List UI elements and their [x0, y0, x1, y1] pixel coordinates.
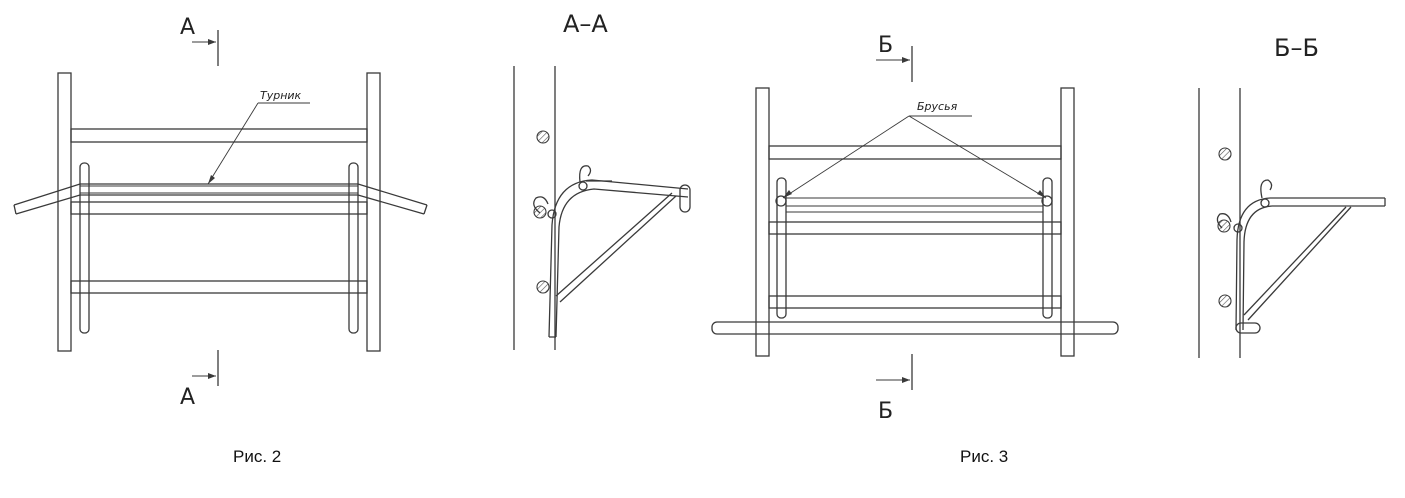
fig2-section-title: А–А [563, 10, 608, 38]
fig2-left-hook [79, 162, 90, 334]
fig3-section-mark-top: Б [878, 33, 893, 58]
fig3-bracket [1235, 197, 1385, 331]
fig2-hook [579, 165, 592, 183]
fig2-bar-end [679, 184, 691, 213]
fig3-rung-top [768, 145, 1062, 160]
fig2-section-view: А–А [513, 10, 691, 350]
fig3-section-mark-bottom: Б [878, 399, 893, 424]
fig3-callout-label: Брусья [917, 100, 958, 113]
fig2-callout-label: Турник [260, 89, 302, 102]
fig3-right-rail [1060, 87, 1075, 357]
fig2-section-mark-top: А [180, 15, 195, 40]
fig3-rung-mid [768, 221, 1062, 235]
fig3-left-rail [755, 87, 770, 357]
fig3-bottom-bar [711, 321, 1119, 335]
fig2-right-rail [366, 72, 381, 352]
fig2-right-hook [348, 162, 359, 334]
fig2-section-mark-bottom: А [180, 385, 195, 410]
fig3-right-support [1042, 177, 1053, 319]
fig2-caption: Рис. 2 [233, 447, 281, 466]
fig3-hook [1260, 179, 1273, 199]
fig2-brace [555, 192, 673, 297]
fig3-brace [1243, 206, 1347, 316]
fig2-bracket [548, 179, 689, 338]
fig3-caption: Рис. 3 [960, 447, 1008, 466]
fig2-rung-section [536, 130, 550, 144]
fig3-bar-end [1235, 322, 1261, 334]
fig2-front-view: Турник А А [13, 15, 428, 410]
fig3-rung-section [1218, 147, 1232, 161]
fig2-rung-low [70, 280, 368, 294]
fig3-section-title: Б–Б [1274, 34, 1319, 62]
fig3-left-support [776, 177, 787, 319]
fig3-rung-low [768, 295, 1062, 309]
fig3-section-view: Б–Б [1198, 34, 1386, 358]
fig3-front-view: Брусья Б Б [711, 33, 1119, 424]
fig2-pullup-bar [13, 183, 428, 206]
fig2-left-rail [57, 72, 72, 352]
fig2-rung-top [70, 128, 368, 143]
fig2-rung-mid [70, 201, 368, 215]
